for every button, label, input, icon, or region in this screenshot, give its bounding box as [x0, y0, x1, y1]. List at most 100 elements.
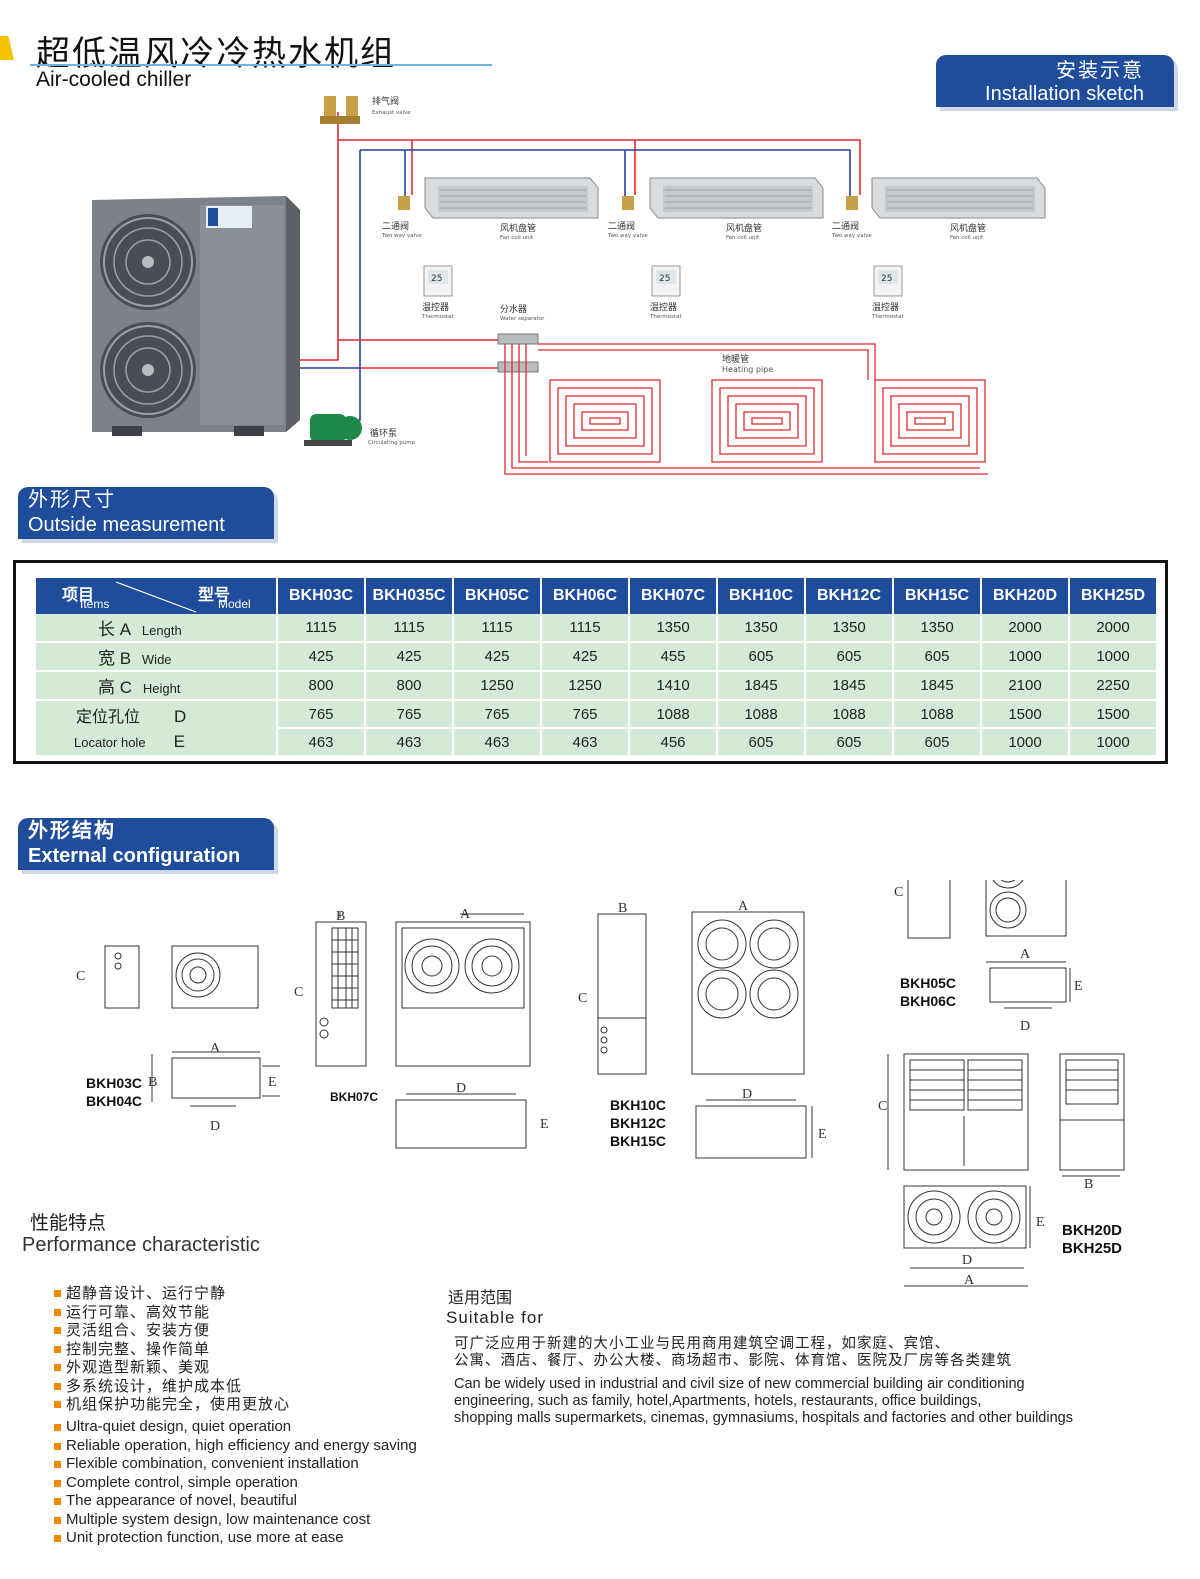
- model-label: BKH05C: [900, 975, 957, 991]
- performance-title-en: Performance characteristic: [22, 1234, 260, 1256]
- suitable-text-en-line: engineering, such as family, hotel,Apart…: [454, 1393, 982, 1409]
- water-separator: 分水器 Water separator: [497, 303, 545, 373]
- model-header: BKH03C: [278, 578, 364, 614]
- table-cell: 425: [454, 643, 540, 672]
- table-cell: 1350: [630, 614, 716, 643]
- suitable-text-cn-line: 可广泛应用于新建的大小工业与民用商用建筑空调工程，如家庭、宾馆、: [454, 1336, 950, 1352]
- dim-label-c: C: [894, 885, 903, 900]
- dim-label-b: B: [1084, 1177, 1093, 1192]
- thermostat-label-en-1: Thermostat: [421, 314, 455, 320]
- list-item: 控制完整、操作简单: [52, 1340, 290, 1359]
- separator-label-en: Water separator: [500, 316, 545, 322]
- table-cell: 1000: [982, 729, 1068, 757]
- list-item: Ultra-quiet design, quiet operation: [52, 1418, 417, 1437]
- table-cell: 1845: [718, 672, 804, 701]
- configuration-badge-en: External configuration: [28, 845, 241, 867]
- dim-label-a: A: [210, 1041, 221, 1056]
- table-cell: 2100: [982, 672, 1068, 701]
- configuration-drawings: C A B E D B C A D E B C A D: [76, 880, 1125, 1288]
- list-item: Flexible combination, convenient install…: [52, 1455, 417, 1474]
- table-cell: 1115: [366, 614, 452, 643]
- table-cell: 2000: [982, 614, 1068, 643]
- suitable-title-en: Suitable for: [446, 1308, 544, 1327]
- dim-label-d: D: [210, 1119, 220, 1134]
- items-model-header: 项目 Items 型号 Model: [36, 578, 276, 614]
- installation-badge-cn: 安装示意: [1056, 60, 1144, 82]
- table-cell: 765: [454, 701, 540, 729]
- fancoil-label-en-2: Fan coil unit: [726, 235, 760, 241]
- thermostat-display-3: 25: [881, 274, 892, 284]
- list-item: 运行可靠、高效节能: [52, 1303, 290, 1322]
- thermostat-display-2: 25: [659, 274, 670, 284]
- dim-label-c: C: [76, 969, 85, 984]
- table-cell: 605: [806, 729, 892, 757]
- table-cell: 1088: [894, 701, 980, 729]
- model-label: BKH04C: [86, 1093, 143, 1109]
- header-diagonal: [115, 581, 197, 613]
- row-label-en: Wide: [141, 652, 172, 667]
- table-row: 高 C Height 800 800 1250 1250 1410 1845 1…: [36, 672, 1156, 701]
- suitable-title-cn: 适用范围: [448, 1288, 513, 1307]
- items-cn: 项目: [62, 587, 95, 604]
- table-cell: 800: [278, 672, 364, 701]
- table-cell: 1350: [806, 614, 892, 643]
- table-cell: 463: [454, 729, 540, 757]
- list-item: 外观造型新颖、美观: [52, 1358, 290, 1377]
- items-en: Items: [80, 597, 110, 611]
- row-label: 长 A Length: [36, 614, 276, 643]
- table-cell: 425: [542, 643, 628, 672]
- model-header: BKH15C: [894, 578, 980, 614]
- model-label-group-3: BKH10C BKH12C BKH15C: [610, 1096, 666, 1150]
- list-item: Multiple system design, low maintenance …: [52, 1511, 417, 1530]
- table-cell: 605: [718, 729, 804, 757]
- twoway-label-cn-1: 二通阀: [382, 221, 409, 232]
- installation-diagram: 排气阀 Exhaust valve 二通阀 Two way valve 风机盘管…: [92, 95, 1046, 475]
- list-item: 多系统设计，维护成本低: [52, 1377, 290, 1396]
- thermostat-2: 25 温控器 Thermostat: [649, 265, 683, 320]
- suitable-text-cn: 可广泛应用于新建的大小工业与民用商用建筑空调工程，如家庭、宾馆、 公寓、酒店、餐…: [454, 1336, 1154, 1370]
- separator-label-cn: 分水器: [500, 303, 527, 315]
- model-label: BKH20D: [1062, 1222, 1123, 1239]
- dim-label-c: C: [878, 1099, 887, 1114]
- drawing-group-5: C B E D A: [878, 1053, 1125, 1288]
- installation-badge: 安装示意 Installation sketch: [936, 55, 1174, 107]
- fan-coil-3: 二通阀 Two way valve 风机盘管 Fan coil unit: [831, 177, 1046, 241]
- model-header: BKH25D: [1070, 578, 1156, 614]
- dim-label-e: E: [1036, 1215, 1045, 1230]
- row-sub-label: E: [173, 732, 185, 751]
- table-cell: 765: [366, 701, 452, 729]
- table-cell: 605: [718, 643, 804, 672]
- table-cell: 456: [630, 729, 716, 757]
- table-cell: 1500: [982, 701, 1068, 729]
- model-label: BKH15C: [610, 1133, 667, 1149]
- table-cell: 1088: [630, 701, 716, 729]
- model-en: Model: [218, 597, 251, 611]
- model-header: BKH10C: [718, 578, 804, 614]
- table-cell: 1845: [806, 672, 892, 701]
- table-cell: 2250: [1070, 672, 1156, 701]
- fan-coil-1: 二通阀 Two way valve 风机盘管 Fan coil unit: [381, 177, 599, 241]
- heating-label-cn: 地暖管: [722, 353, 749, 365]
- pump-label-cn: 循环泵: [370, 427, 397, 439]
- table-cell: 425: [278, 643, 364, 672]
- dim-label-b: B: [618, 901, 627, 916]
- table-cell: 765: [542, 701, 628, 729]
- page-title-cn: 超低温风冷冷热水机组: [36, 34, 396, 74]
- list-item: 灵活组合、安装方便: [52, 1321, 290, 1340]
- drawing-group-4: C A E D: [894, 880, 1083, 1034]
- thermostat-label-cn-2: 温控器: [650, 301, 677, 313]
- fan-coil-2: 二通阀 Two way valve 风机盘管 Fan coil unit: [607, 177, 824, 241]
- table-cell: 605: [894, 643, 980, 672]
- table-cell: 1250: [454, 672, 540, 701]
- table-cell: 1000: [1070, 729, 1156, 757]
- row-sub-label: D: [174, 707, 187, 726]
- table-cell: 1410: [630, 672, 716, 701]
- dim-label-a: A: [460, 907, 471, 922]
- measurement-table-frame: [13, 560, 1168, 764]
- heating-pipe: [504, 343, 988, 475]
- dim-label-c: C: [578, 991, 587, 1006]
- suitable-text-en: Can be widely used in industrial and civ…: [454, 1376, 1184, 1427]
- table-cell: 1250: [542, 672, 628, 701]
- list-item: 超静音设计、运行宁静: [52, 1284, 290, 1303]
